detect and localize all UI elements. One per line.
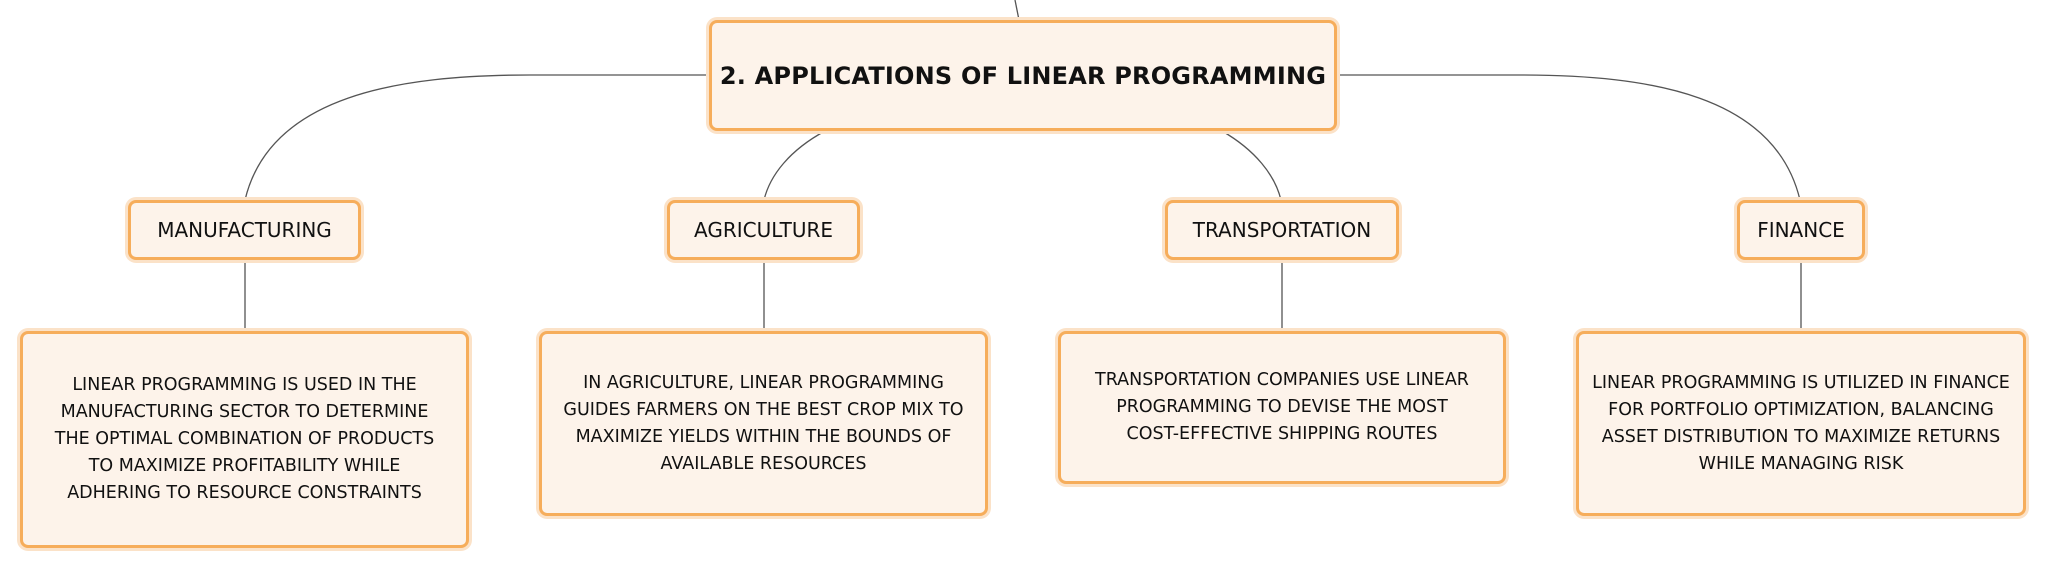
description-node-agriculture[interactable]: IN AGRICULTURE, LINEAR PROGRAMMING GUIDE… [539, 331, 988, 516]
description-node-finance[interactable]: LINEAR PROGRAMMING IS UTILIZED IN FINANC… [1576, 331, 2026, 516]
description-node-transportation[interactable]: TRANSPORTATION COMPANIES USE LINEAR PROG… [1058, 331, 1506, 484]
connector-root-manufacturing [244, 74, 709, 201]
description-text-finance: LINEAR PROGRAMMING IS UTILIZED IN FINANC… [1592, 372, 2010, 474]
description-node-manufacturing[interactable]: LINEAR PROGRAMMING IS USED IN THE MANUFA… [20, 331, 469, 548]
category-label-agriculture: AGRICULTURE [693, 218, 833, 242]
category-node-manufacturing[interactable]: MANUFACTURING [128, 200, 361, 260]
category-label-manufacturing: MANUFACTURING [157, 218, 332, 242]
root-node[interactable]: 2. APPLICATIONS OF LINEAR PROGRAMMING [709, 20, 1337, 131]
category-node-transportation[interactable]: TRANSPORTATION [1165, 200, 1399, 260]
category-node-agriculture[interactable]: AGRICULTURE [667, 200, 860, 260]
description-text-manufacturing: LINEAR PROGRAMMING IS USED IN THE MANUFA… [54, 375, 435, 503]
connector-root-transportation [1221, 130, 1282, 201]
category-node-finance[interactable]: FINANCE [1737, 200, 1865, 260]
root-title: 2. APPLICATIONS OF LINEAR PROGRAMMING [719, 61, 1327, 90]
category-label-transportation: TRANSPORTATION [1192, 218, 1372, 242]
connector-root-finance [1337, 74, 1801, 201]
category-label-finance: FINANCE [1757, 218, 1845, 242]
connector-root-agriculture [763, 130, 826, 201]
description-text-agriculture: IN AGRICULTURE, LINEAR PROGRAMMING GUIDE… [563, 372, 964, 474]
connector-parent-root [1014, 0, 1020, 21]
description-text-transportation: TRANSPORTATION COMPANIES USE LINEAR PROG… [1095, 370, 1469, 444]
